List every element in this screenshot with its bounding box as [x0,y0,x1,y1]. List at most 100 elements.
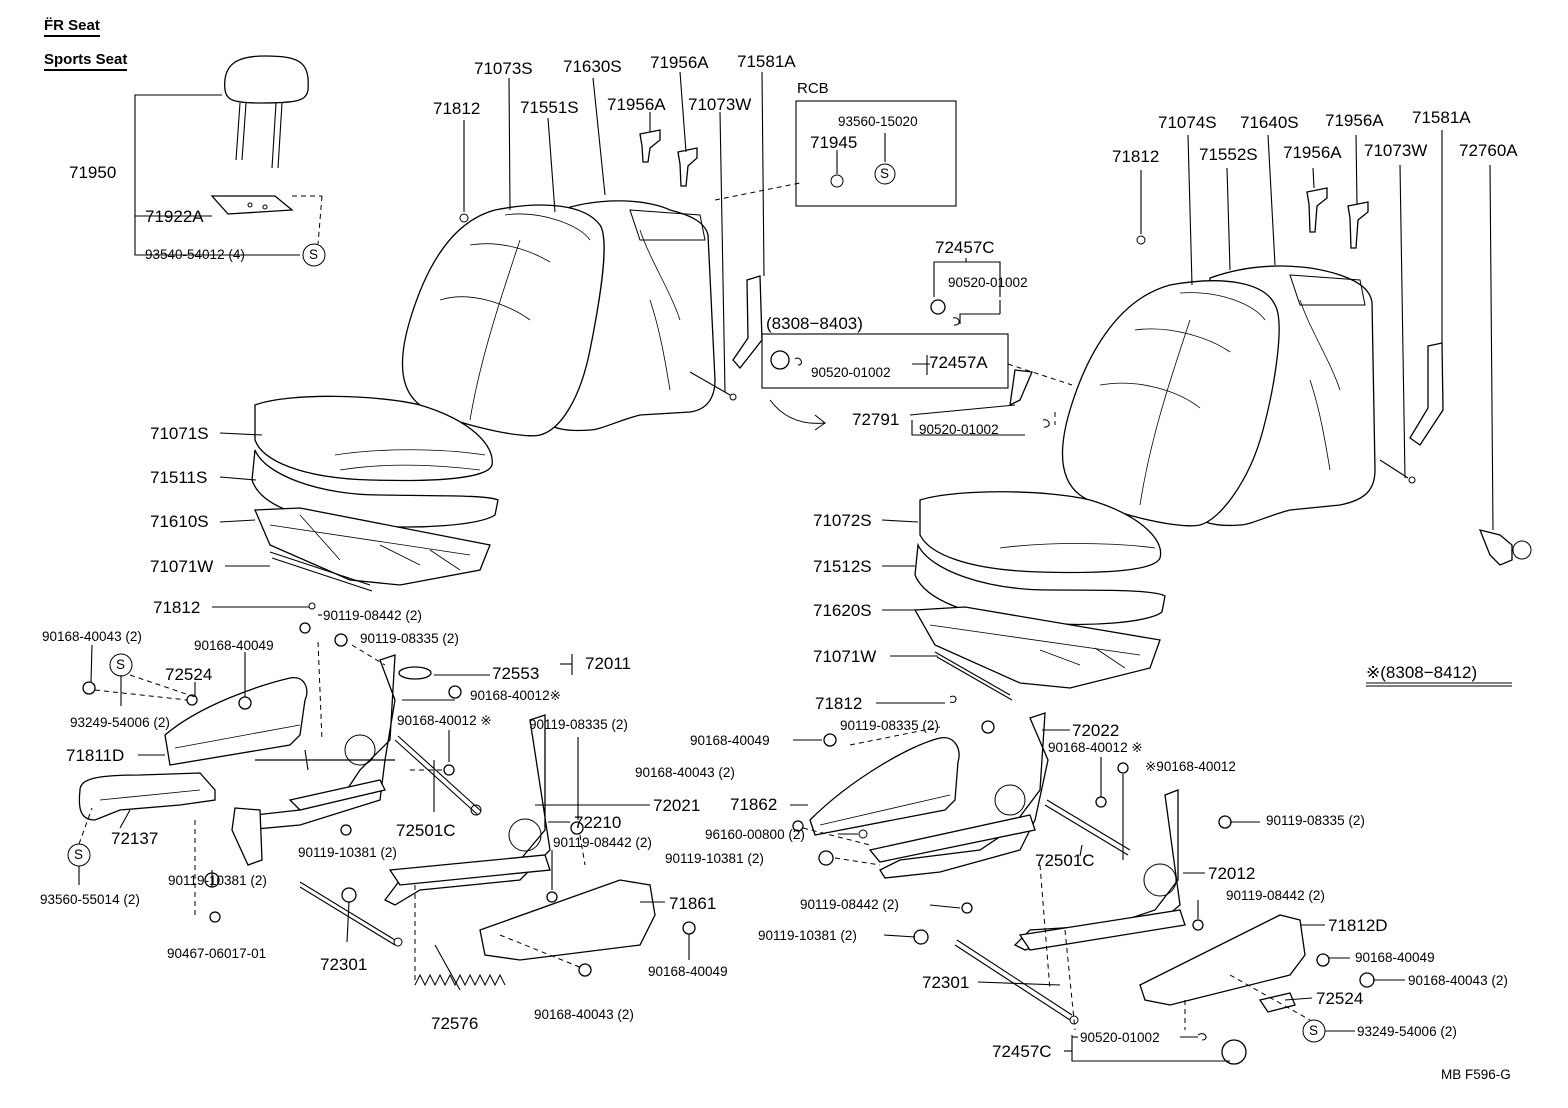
part-label: 71552S [1199,145,1258,164]
part-label: 90520-01002 [811,365,891,380]
part-label: 90119-10381 (2) [298,845,397,860]
part-label: 72457C [992,1042,1052,1061]
part-label: 71620S [813,601,872,620]
part-label: 93249-54006 (2) [70,715,170,730]
part-label: 72301 [922,973,970,992]
headrest-drawing [210,55,309,215]
part-label: 90168-40012 ※ [1048,740,1143,755]
part-label: 93560-55014 (2) [40,892,140,907]
s-symbol-letter: S [1309,1023,1319,1038]
part-label: 71922A [145,207,204,226]
part-label: 71073W [1364,141,1428,160]
part-label: 90119-08335 (2) [360,631,459,646]
part-label: 71630S [563,57,622,76]
part-label: 71812 [1112,147,1160,166]
part-label: 71071W [150,557,214,576]
s-symbol-letter: S [116,657,126,672]
part-label: 71551S [520,98,579,117]
part-label: 71512S [813,557,872,576]
part-label: 72022 [1072,721,1120,740]
diagram-subtitle: Sports Seat [44,52,128,71]
part-label: 71956A [650,53,709,72]
part-label: 90168-40043 (2) [42,629,142,644]
part-label: 90119-08442 (2) [1226,888,1325,903]
part-label: 71812 [815,694,863,713]
part-label: 90520-01002 [948,275,1028,290]
headrest-guide-left [639,129,698,187]
rcb-s-symbol [874,163,896,185]
part-label: 90119-08442 (2) [800,897,899,912]
part-label: 71950 [69,163,117,182]
left-fasteners [82,622,696,977]
rcb-part-a: 93560-15020 [838,114,918,129]
part-label: 71956A [1283,143,1342,162]
part-label: 72021 [653,796,701,815]
part-label: 71812D [1328,916,1388,935]
part-label: 71812 [433,99,481,118]
part-label: 96160-00800 (2) [705,827,805,842]
part-label: 72791 [852,410,900,429]
right-fasteners [770,299,1532,1065]
range-box-label: (8308−8403) [766,314,863,333]
part-label: 71812 [153,598,201,617]
part-label: 72137 [111,829,159,848]
left-seat-back-drawing [401,200,716,437]
part-label: 90119-08442 (2) [323,608,422,623]
part-label: 90467-06017-01 [167,946,267,961]
footnote: ※(8308−8412) [1366,663,1478,682]
part-label: 72457A [929,353,988,372]
part-label: 90168-40049 [1355,950,1435,965]
s-symbol-letter: S [309,247,319,262]
part-label: 90119-08335 (2) [840,718,939,733]
part-label: 71581A [1412,108,1471,127]
part-label: 71071W [813,647,877,666]
part-label: 72524 [1316,989,1364,1008]
left-seat-cushion-drawing [251,395,499,586]
right-seat-cushion-drawing [913,491,1166,689]
rcb-s-letter: S [880,166,890,181]
rcb-title: RCB [797,80,829,97]
part-label: 90168-40049 [648,964,728,979]
footer-code: MB F596-G [1441,1067,1511,1082]
s-symbol-letter: S [74,847,84,862]
part-label: 72210 [574,813,622,832]
part-label: 72524 [165,665,213,684]
part-label: 71073S [474,59,533,78]
diagram-title: F̈R Seat [44,18,100,37]
part-label: 71862 [730,795,778,814]
part-label: 72301 [320,955,368,974]
part-label: 71072S [813,511,872,530]
part-label: ※90168-40012 [1145,759,1236,774]
part-label: 72576 [431,1014,479,1033]
part-label: 90168-40012 ※ [397,713,492,728]
part-label: 90119-08335 (2) [529,717,628,732]
part-label: 93540-54012 (4) [145,247,245,262]
left-seat-frame-drawing [78,654,656,961]
part-label: 90119-10381 (2) [665,851,764,866]
right-seat-frame-drawing [809,712,1306,1006]
part-label: 72553 [492,664,540,683]
part-label: 72012 [1208,864,1256,883]
part-label: 90119-10381 (2) [168,873,267,888]
part-label: 71956A [607,95,666,114]
part-label: 72457C [935,238,995,257]
part-label: 90168-40012※ [470,688,561,703]
part-label: 71511S [150,468,208,487]
part-label: 90168-40043 (2) [1408,973,1508,988]
part-label: 72760A [1459,141,1518,160]
part-label: 90119-08442 (2) [553,835,652,850]
part-label: 72501C [1035,851,1095,870]
part-label: 90520-01002 [1080,1030,1160,1045]
part-label: 90168-40043 (2) [635,765,735,780]
headrest-guide-right [1306,187,1369,249]
part-label: 71956A [1325,111,1384,130]
part-label: 71581A [737,52,796,71]
right-seat-back-drawing [1061,265,1376,527]
part-label: 71071S [150,424,209,443]
part-label: 71073W [688,95,752,114]
part-label: 71640S [1240,113,1299,132]
part-label: 90168-40043 (2) [534,1007,634,1022]
part-label: 71610S [150,512,209,531]
part-label: 93249-54006 (2) [1357,1024,1457,1039]
